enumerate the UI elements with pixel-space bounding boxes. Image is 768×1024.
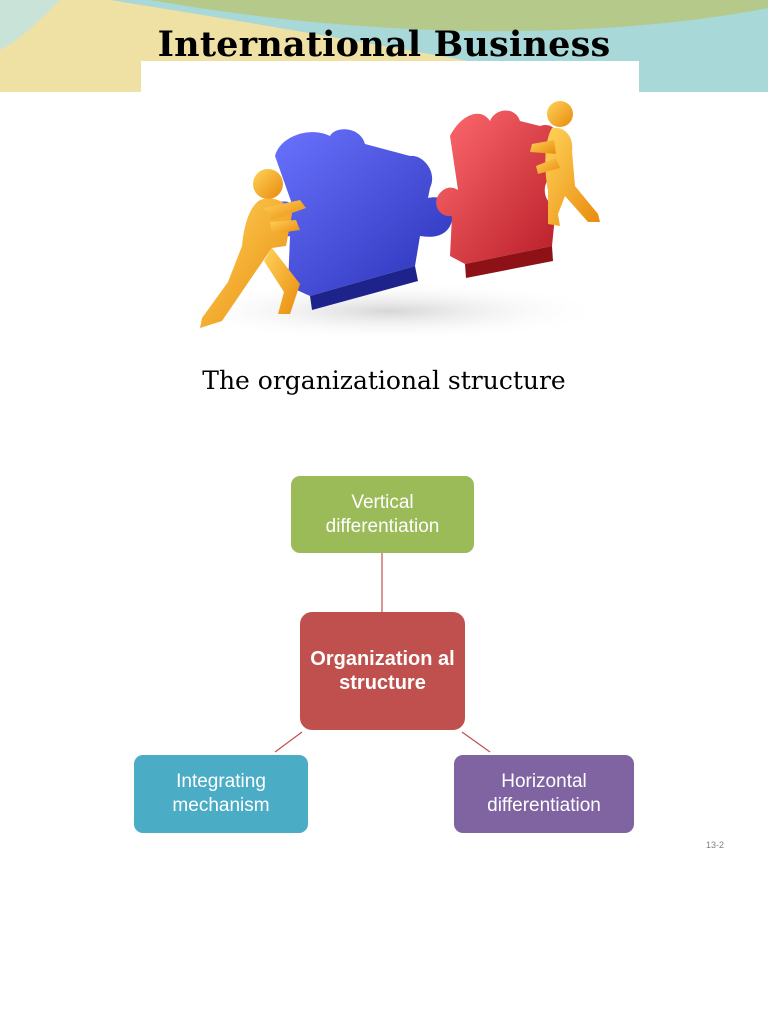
right-figure: [530, 101, 600, 226]
connector-right: [461, 731, 491, 753]
slide-number: 13-2: [705, 840, 724, 850]
node-vertical-differentiation: Vertical differentiation: [291, 476, 474, 553]
title-backing: [141, 61, 639, 92]
slide-title: International Business: [157, 24, 611, 65]
node-organizational-structure-label: Organization al structure: [310, 648, 455, 694]
puzzle-pieces-pushers-icon: [170, 101, 610, 341]
node-organizational-structure: Organization al structure: [300, 612, 465, 730]
red-puzzle-piece: [436, 110, 558, 278]
node-horizontal-differentiation: Horizontal differentiation: [454, 755, 634, 833]
connector-left: [274, 731, 303, 753]
blue-puzzle-piece: [266, 129, 454, 310]
node-vertical-differentiation-label: Vertical differentiation: [325, 491, 440, 537]
node-integrating-mechanism: Integrating mechanism: [134, 755, 308, 833]
left-figure: [200, 169, 306, 328]
slide-subtitle: The organizational structure: [202, 366, 566, 395]
node-integrating-mechanism-label: Integrating mechanism: [172, 771, 270, 816]
node-horizontal-differentiation-label: Horizontal differentiation: [487, 771, 601, 816]
